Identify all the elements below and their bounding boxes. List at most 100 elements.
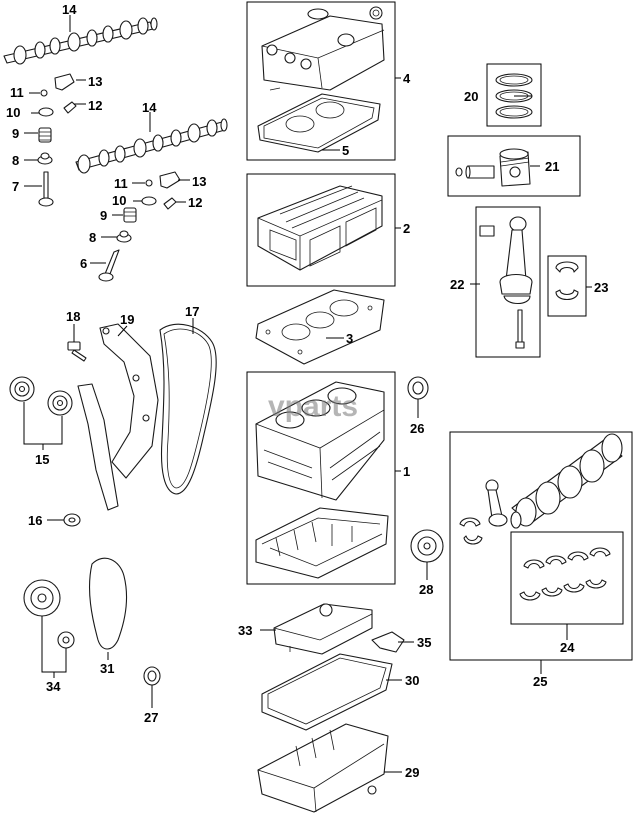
retainer-10a — [38, 107, 54, 117]
box-engine-block — [246, 371, 396, 585]
retainer-10b — [141, 196, 157, 206]
callout-13-upper: 13 — [88, 74, 102, 89]
sprocket-16 — [63, 513, 81, 527]
callout-8-lower: 8 — [89, 230, 96, 245]
sprocket-34b — [57, 631, 75, 649]
callout-10-upper: 10 — [6, 105, 20, 120]
callout-34: 34 — [46, 679, 61, 694]
callout-27: 27 — [144, 710, 158, 725]
callout-28: 28 — [419, 582, 433, 597]
lash-adjuster-12a — [63, 101, 77, 114]
callout-14-upper: 14 — [62, 2, 77, 17]
callout-35: 35 — [417, 635, 431, 650]
callout-8-upper: 8 — [12, 153, 19, 168]
box-rod-bearings — [547, 255, 587, 317]
sprocket-15b — [47, 390, 73, 416]
valvetrain-upper — [37, 73, 77, 207]
watermark-logo: vparts — [268, 390, 358, 423]
oil-pan-gasket-30 — [261, 653, 393, 731]
seal-27 — [143, 666, 161, 686]
callout-6: 6 — [80, 256, 87, 271]
head-gasket-3 — [255, 289, 385, 365]
callout-20: 20 — [464, 89, 478, 104]
rod-bearings-23 — [555, 261, 579, 301]
valve-spring-9a — [38, 127, 52, 143]
pulley-34 — [23, 579, 61, 617]
rocker-13a — [54, 73, 75, 91]
callout-24: 24 — [560, 640, 575, 655]
cylinder-head-2 — [257, 185, 383, 271]
callout-12-upper: 12 — [88, 98, 102, 113]
valve-seal-8b — [116, 230, 132, 243]
callout-14-lower: 14 — [142, 100, 157, 115]
timing-cover-19 — [99, 323, 159, 479]
belt-31 — [89, 557, 127, 650]
callout-10-lower: 10 — [112, 193, 126, 208]
callout-19: 19 — [120, 312, 134, 327]
valve-cover-gasket-5 — [257, 93, 381, 153]
pickup-35 — [371, 631, 405, 653]
callout-9-upper: 9 — [12, 126, 19, 141]
timing-belt-17 — [159, 323, 217, 495]
callout-9-lower: 9 — [100, 208, 107, 223]
callout-15: 15 — [35, 452, 49, 467]
valvetrain-lower — [98, 171, 181, 282]
callout-25: 25 — [533, 674, 547, 689]
box-piston-rings — [486, 63, 542, 127]
rocker-13b — [159, 171, 181, 189]
camshaft-lower — [75, 118, 228, 174]
valve-6 — [98, 249, 120, 282]
callout-16: 16 — [28, 513, 42, 528]
callout-11-lower: 11 — [114, 176, 128, 191]
callout-23: 23 — [594, 280, 608, 295]
callout-labels: 14 11 13 10 12 14 9 8 7 11 13 10 12 9 8 … — [6, 2, 608, 780]
callout-26: 26 — [410, 421, 424, 436]
box-valve-cover — [246, 1, 396, 161]
lash-adjuster-12b — [163, 197, 177, 210]
callout-5: 5 — [342, 143, 349, 158]
callout-1: 1 — [403, 464, 410, 479]
sprocket-15a — [9, 376, 35, 402]
seal-26 — [407, 376, 429, 400]
callout-7: 7 — [12, 179, 19, 194]
leader-lines — [23, 15, 592, 773]
damper-28 — [410, 529, 444, 563]
group-boxes — [246, 1, 633, 661]
oil-pan-29 — [257, 723, 389, 813]
engine-block-1 — [255, 381, 385, 501]
callout-13-lower: 13 — [192, 174, 206, 189]
callout-17: 17 — [185, 304, 199, 319]
callout-2: 2 — [403, 221, 410, 236]
callout-18: 18 — [66, 309, 80, 324]
callout-4: 4 — [403, 71, 411, 86]
timing-guide-15 — [77, 383, 119, 511]
valve-lock-11a — [40, 89, 48, 97]
box-piston — [447, 135, 581, 197]
callout-30: 30 — [405, 673, 419, 688]
camshaft-upper — [3, 17, 158, 65]
callout-22: 22 — [450, 277, 464, 292]
valve-7 — [38, 171, 54, 207]
valve-seal-8a — [37, 152, 53, 165]
callout-12-lower: 12 — [188, 195, 202, 210]
crankshaft-25 — [510, 433, 623, 529]
box-cylinder-head — [246, 173, 396, 287]
callout-11-upper: 11 — [10, 85, 24, 100]
piston-rings-20 — [495, 73, 533, 119]
crank-rod-25 — [485, 479, 508, 527]
thrust-bearings-25 — [459, 517, 483, 545]
main-bearings-24 — [519, 547, 611, 601]
piston-21 — [455, 148, 531, 187]
box-main-bearings — [510, 531, 624, 625]
valve-spring-9b — [123, 207, 137, 223]
callout-31: 31 — [100, 661, 114, 676]
bedplate-1 — [255, 507, 389, 579]
connecting-rod-22 — [479, 216, 533, 349]
callout-29: 29 — [405, 765, 419, 780]
oil-pump-33 — [273, 603, 373, 655]
callout-33: 33 — [238, 623, 252, 638]
valve-lock-11b — [145, 179, 153, 187]
valve-cover-4 — [261, 6, 385, 91]
callout-3: 3 — [346, 331, 353, 346]
